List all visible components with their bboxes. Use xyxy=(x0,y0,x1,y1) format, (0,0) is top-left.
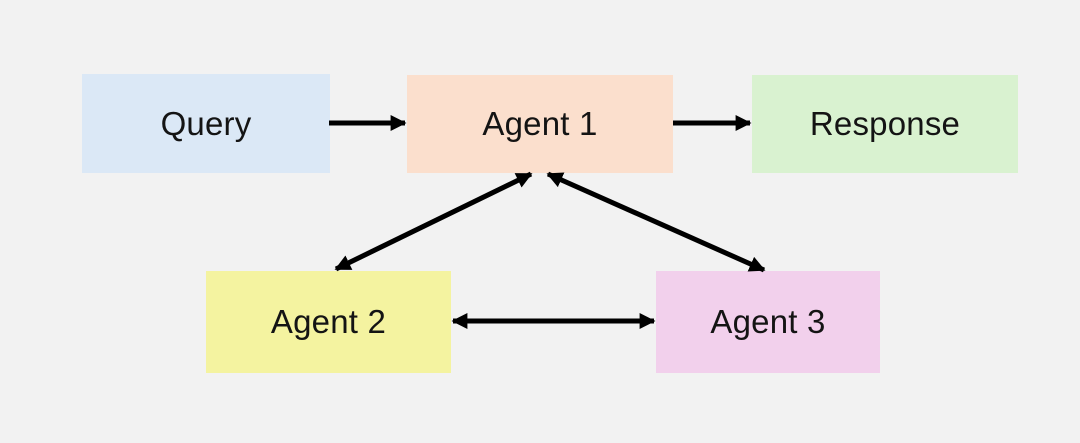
node-agent-1-label: Agent 1 xyxy=(482,105,598,142)
node-agent-3: Agent 3 xyxy=(656,271,880,373)
node-agent-2-label: Agent 2 xyxy=(270,303,387,340)
arrow-agent1-agent3-bidirectional xyxy=(546,171,766,273)
node-query: Query xyxy=(82,74,330,173)
node-response: Response xyxy=(752,75,1018,173)
node-agent-2: Agent 2 xyxy=(206,271,451,373)
node-agent-1: Agent 1 xyxy=(407,75,673,173)
node-query-label: Query xyxy=(160,104,252,142)
arrow-agent1-agent2-bidirectional xyxy=(334,171,533,272)
node-response-label: Response xyxy=(809,105,961,142)
node-agent-3-label: Agent 3 xyxy=(710,303,826,340)
